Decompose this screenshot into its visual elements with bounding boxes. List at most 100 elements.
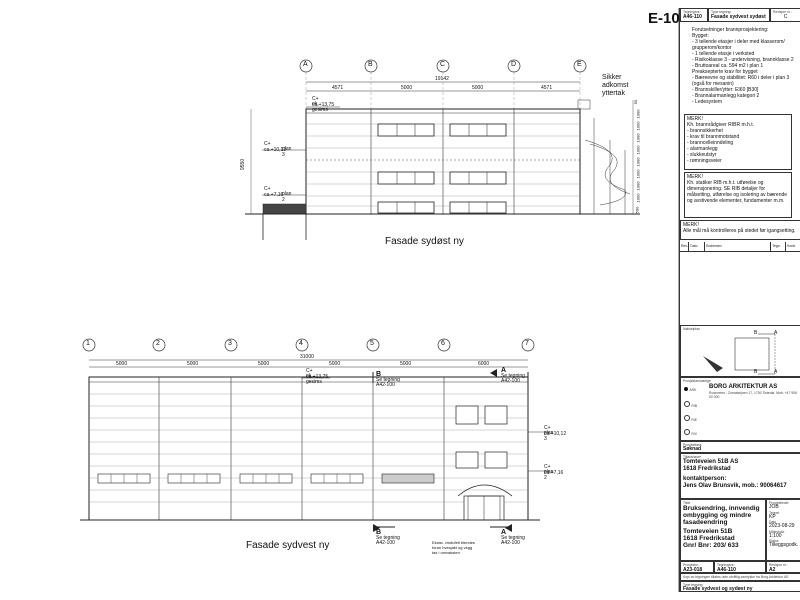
revision-number: Revisjon nr.: A2 (766, 561, 800, 573)
dim: 6000 (478, 361, 490, 367)
label: Tegningsnr.: (717, 563, 736, 567)
role: RIE (691, 418, 698, 422)
prereq-item: - 1 tellende etasje i verksted (692, 51, 755, 57)
title-block: Tegningsnr.: A46-110 Type tegning: Fasad… (679, 8, 800, 592)
label: Status (769, 539, 779, 543)
axis-label: C (440, 61, 446, 68)
revision-date: Dato (689, 242, 706, 251)
key-label: Nøkkelplan (683, 327, 700, 331)
req-item: - Brannskiller/ytter: EI60 [B30] (692, 87, 759, 93)
section-text: Se tegning (501, 373, 525, 379)
level-sub: plan 2 (544, 469, 554, 481)
value: C (783, 14, 788, 20)
header-type: Type tegning: Fasade sydvest sydøst ny (708, 8, 770, 22)
revision-chk: Kontr. (786, 242, 800, 251)
key-plan-drawing (703, 333, 776, 375)
merk-text: Alle mål må kontrolleres på stedet før i… (683, 228, 796, 234)
level-label: C+ ca.+13,75 (312, 96, 335, 108)
req-item: - Ledesystem (692, 99, 723, 105)
title-label: Tittel (683, 501, 691, 505)
section-text: Se tegning (376, 535, 400, 541)
copyright-note: Kopi av tegningen tillates uten skriftli… (680, 573, 800, 581)
merk-item: - branncelleinndeling (687, 140, 734, 146)
dim: 5000 (116, 361, 128, 367)
merk-item: - krav til brannmotstand (687, 134, 740, 140)
dim-total: 31000 (300, 354, 314, 360)
top-elevation (245, 59, 640, 240)
bottom-elevation (80, 338, 550, 532)
height-dim: 9550 (240, 158, 246, 170)
fire-prereq: Forutsetninger brannprosjektering: Bygge… (690, 26, 800, 112)
firm-name: BORG ARKITEKTUR AS (709, 384, 778, 390)
merk-item: - rømningsveier (687, 158, 722, 164)
merk-title: MERK! (687, 174, 703, 180)
client-block: Tiltakshaver Tomteveien 51B AS 1618 Fred… (680, 453, 800, 499)
section-letter: B (376, 371, 382, 378)
firm-label: Prosjektansvarlige (683, 379, 711, 383)
contact-label: kontaktperson: (683, 476, 727, 482)
phase-value: Søknad (683, 446, 702, 452)
role: ARK (689, 388, 697, 392)
level-label: C+ ca.+10,12 (544, 425, 567, 437)
key-letter: B (754, 369, 758, 375)
label: Prosjektnr.: (683, 563, 700, 567)
project-number: Prosjektnr.: A23-018 (680, 561, 714, 573)
label: Målestokk (769, 529, 785, 534)
bottom-type: Type tegning: Fasade sydvest og sydøst n… (680, 581, 800, 592)
merk-box-2: MERK! Kh. statiker RIB m.h.t. utførelse … (684, 172, 792, 218)
radio-ark[interactable]: ARK (684, 387, 696, 393)
radio-rib[interactable]: RIB (684, 401, 697, 409)
firm-block: Prosjektansvarlige ARK RIB RIE RIV BORG … (680, 377, 800, 441)
req-item: - Bæreevne og stabilitet: R60 i deler i … (692, 75, 790, 87)
value: Tilleggsgodk. (769, 542, 799, 548)
section-ref: A42-100 (376, 540, 395, 546)
revision-desc: Endrinnen (705, 242, 772, 251)
label: Tegnet (769, 510, 780, 515)
level-sub: plan 3 (282, 146, 292, 158)
project-title-block: Tittel Bruksendring, innvendig ombygging… (680, 499, 766, 561)
value: JOB (769, 504, 779, 510)
spiral-stair (584, 118, 631, 214)
level-sub: plan 3 (544, 430, 554, 442)
section-text: Se tegning (501, 535, 525, 541)
value: A2 (769, 567, 776, 573)
client-name: Tomteveien 51B AS (683, 459, 739, 465)
prereq-item: - Risikoklasse 3 - undervisning, brannkl… (692, 57, 794, 63)
merk-title: MERK! (687, 116, 703, 122)
project-city: 1618 Fredrikstad (683, 535, 735, 542)
key-letter: A (774, 330, 778, 336)
axis-label: 6 (441, 340, 445, 347)
bottom-drawing-title: Fasade sydvest ny (246, 540, 330, 551)
value: Fasade sydvest og sydøst ny (683, 586, 753, 592)
level-label: C+ ca.+13,75 (306, 368, 329, 380)
dim: 5000 (187, 361, 199, 367)
dim: 5000 (329, 361, 341, 367)
req-item: - Brannalarmanlegg kategori 2 (692, 93, 760, 99)
axis-label: A (303, 61, 308, 68)
firm-address: Roseveien - Zoeasteijnen 17, 1750 Tisted… (709, 391, 797, 399)
value: A46-110 (717, 567, 736, 573)
header-rev: Revisjon nr.: C (770, 8, 800, 22)
axis-label: E (577, 61, 582, 68)
prereq-item: Bygget: (692, 33, 709, 39)
radio-riv[interactable]: RIV (684, 429, 697, 437)
value: A46-110 (683, 14, 702, 20)
radio-rie[interactable]: RIE (684, 415, 697, 423)
dim: 5000 (400, 361, 412, 367)
drawing-number: Tegningsnr.: A46-110 (714, 561, 766, 573)
key-plan: Nøkkelplan B A B A (680, 325, 800, 377)
section-letter: A (501, 367, 507, 374)
req-title: Preaksepterte krav for bygget (692, 69, 758, 75)
section-letter: B (376, 529, 382, 536)
dim: 5000 (258, 361, 270, 367)
dim: 4571 (541, 85, 553, 91)
key-letter: B (754, 330, 758, 336)
merk-item: - alarmanlegg (687, 146, 718, 152)
axis-label: 1 (86, 340, 90, 347)
client-city: 1618 Fredrikstad (683, 466, 731, 472)
phase-block: Prosjektfase Søknad (680, 441, 800, 453)
project-gnr: Gnr/ Bnr: 203/ 633 (683, 542, 739, 549)
section-ref: A42-100 (501, 540, 520, 546)
